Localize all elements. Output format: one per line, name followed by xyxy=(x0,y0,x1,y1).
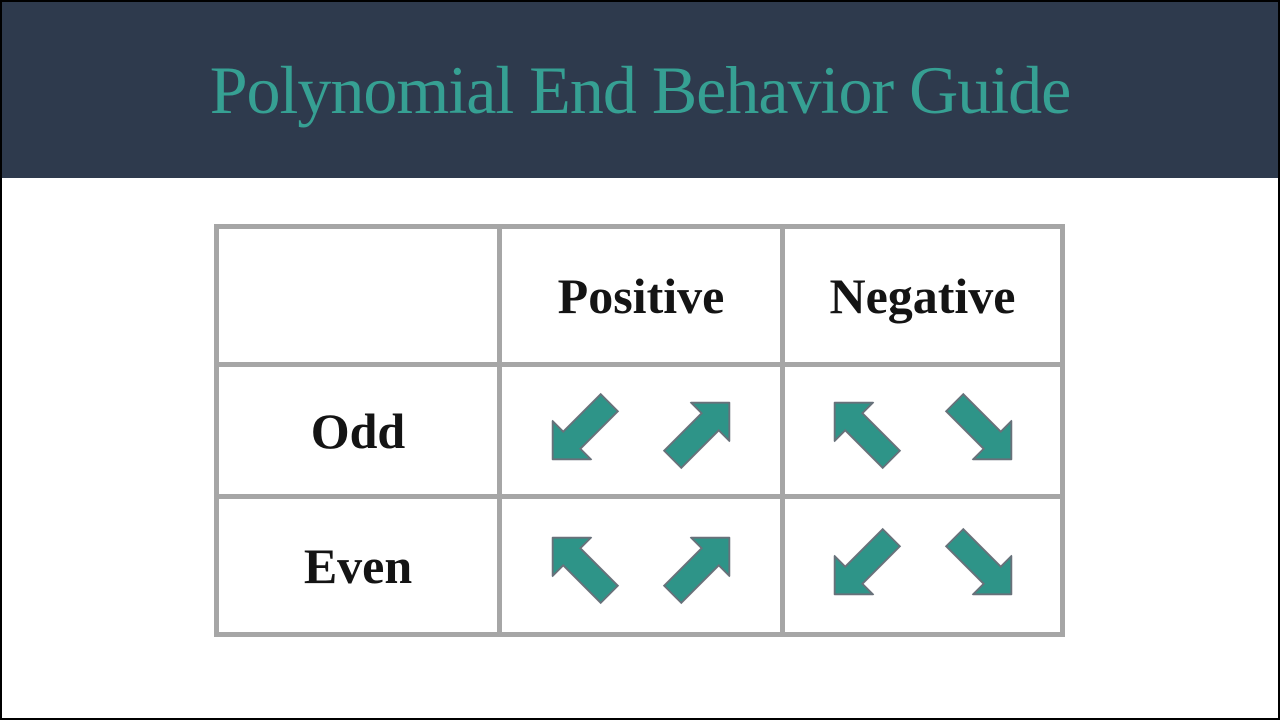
cell-even-positive xyxy=(502,499,780,632)
arrow-down-left-icon xyxy=(814,517,912,615)
arrow-up-right-icon xyxy=(652,517,750,615)
arrow-up-left-icon xyxy=(814,382,912,480)
cell-even-negative xyxy=(785,499,1060,632)
cell-odd-negative xyxy=(785,367,1060,494)
column-header-negative: Negative xyxy=(785,229,1060,362)
arrow-down-right-icon xyxy=(934,517,1032,615)
arrow-up-left-icon xyxy=(532,517,630,615)
arrow-up-right-icon xyxy=(652,382,750,480)
row-label-even: Even xyxy=(219,499,497,632)
header-band: Polynomial End Behavior Guide xyxy=(2,2,1278,178)
corner-cell xyxy=(219,229,497,362)
arrow-down-left-icon xyxy=(532,382,630,480)
arrow-down-right-icon xyxy=(934,382,1032,480)
cell-odd-positive xyxy=(502,367,780,494)
column-header-positive: Positive xyxy=(502,229,780,362)
slide-title: Polynomial End Behavior Guide xyxy=(209,51,1072,128)
row-label-odd: Odd xyxy=(219,367,497,494)
end-behavior-table: Positive Negative Odd Even xyxy=(214,224,1065,637)
